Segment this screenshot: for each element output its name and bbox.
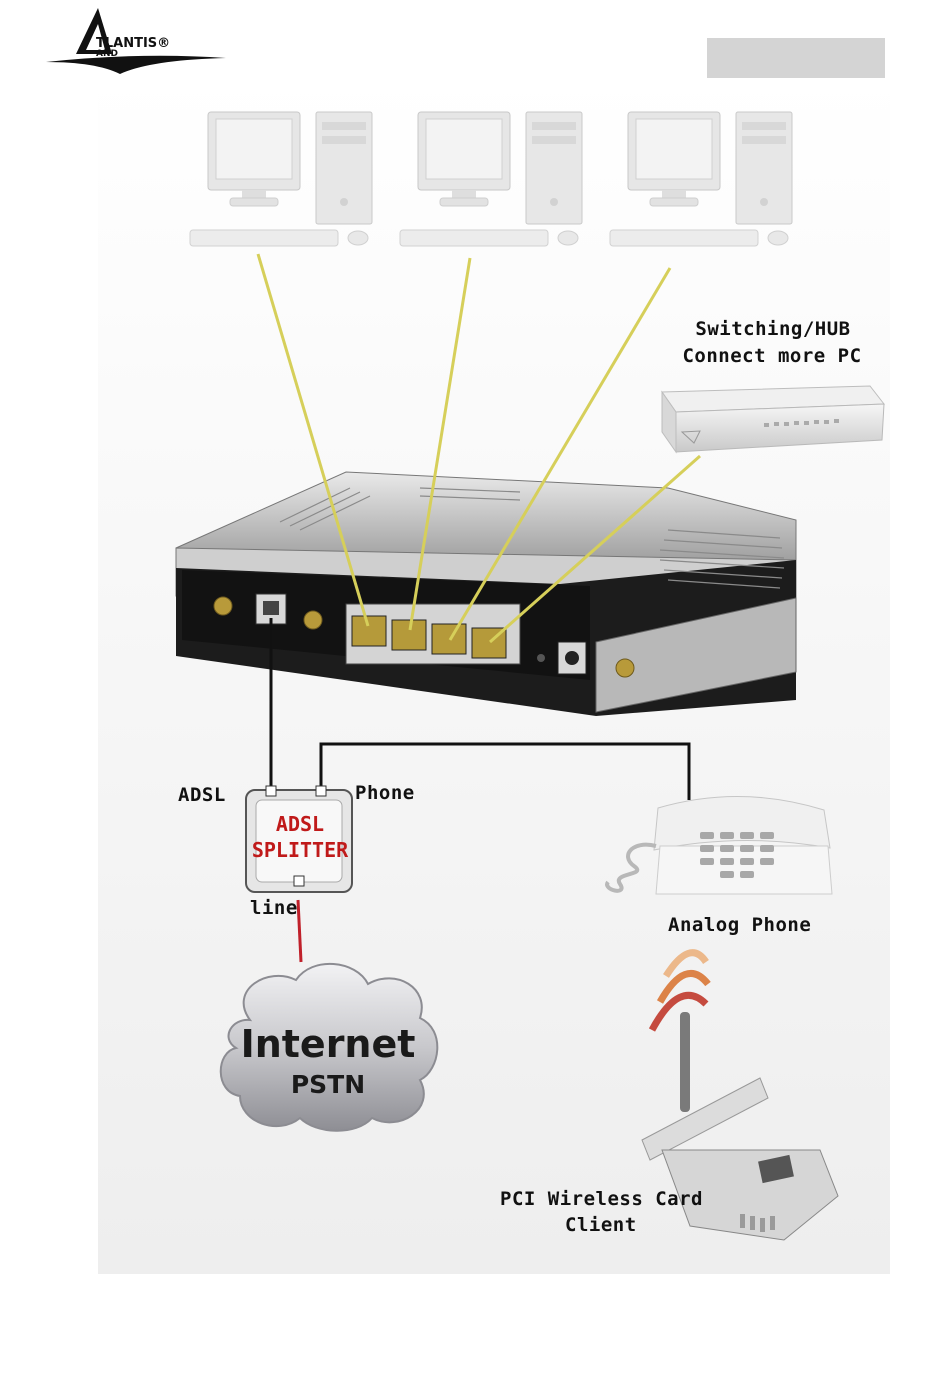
telephone-icon xyxy=(607,796,832,894)
pci-card-label-line2: Client xyxy=(565,1214,637,1236)
analog-phone-label: Analog Phone xyxy=(668,914,811,936)
internet-cable xyxy=(298,900,301,962)
line-label: line xyxy=(250,897,298,919)
logo-sub: AND xyxy=(96,49,118,59)
adsl-label: ADSL xyxy=(178,784,226,806)
desktop-pc-icon xyxy=(610,112,792,246)
switch-label-line2: Connect more PC xyxy=(672,345,872,367)
pci-card-label-line1: PCI Wireless Card xyxy=(500,1188,703,1210)
switch-hub-icon xyxy=(662,386,884,452)
splitter-label-line1: ADSL xyxy=(258,812,342,836)
splitter-label-line2: SPLITTER xyxy=(248,838,352,862)
desktop-pc-icon xyxy=(190,112,372,246)
router-icon xyxy=(176,472,796,716)
phone-label: Phone xyxy=(355,782,415,804)
desktop-pc-icon xyxy=(400,112,582,246)
cloud-label-line1: Internet xyxy=(228,1022,428,1066)
cloud-label-line2: PSTN xyxy=(228,1070,428,1099)
switch-label-line1: Switching/HUB xyxy=(678,318,868,340)
